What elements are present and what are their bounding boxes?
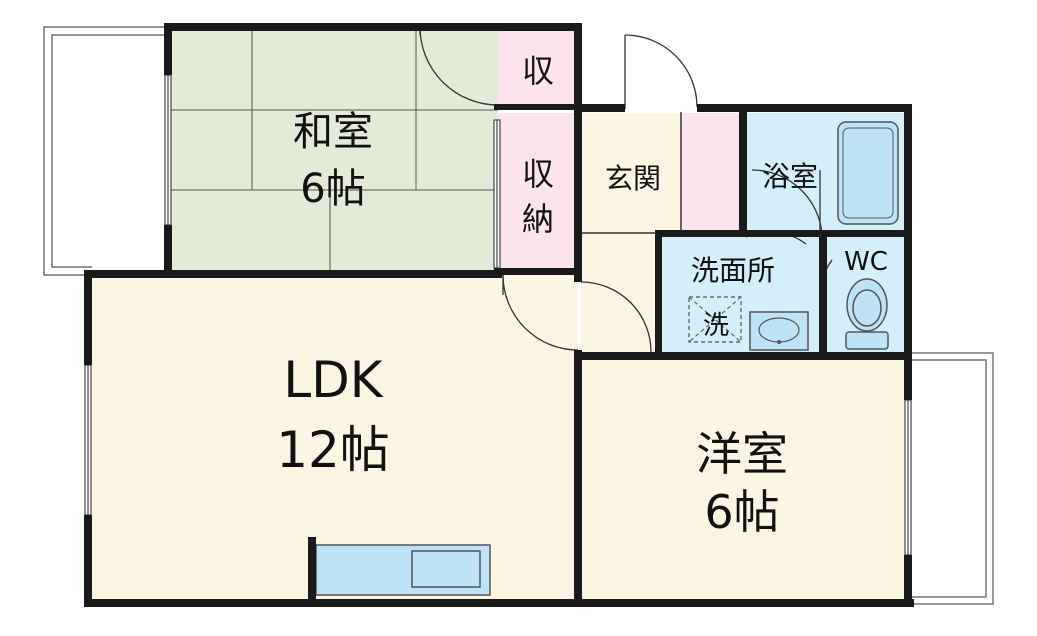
yoshitsu-name: 洋室	[696, 427, 788, 481]
bath-label: 浴室	[762, 160, 818, 193]
walls	[84, 23, 914, 607]
tatami-lines	[168, 27, 498, 270]
storage-floor	[498, 113, 578, 270]
genkan-floor	[581, 113, 681, 233]
yoshitsu-size: 6帖	[704, 485, 779, 539]
washer-space	[688, 296, 742, 343]
bathtub-inner	[842, 127, 894, 219]
storage-small-label: 収	[522, 52, 554, 90]
storage-label-line2: 納	[522, 200, 554, 238]
toilet	[845, 278, 889, 350]
washitsu-name: 和室	[293, 109, 373, 155]
yoshitsu-floor	[581, 358, 908, 602]
kitchen-sink	[411, 550, 481, 588]
genkan-label: 玄関	[605, 162, 661, 195]
thin-partitions	[581, 112, 682, 234]
genkan-shoe-storage	[681, 113, 743, 233]
balcony-right	[908, 352, 994, 605]
bathtub	[837, 121, 899, 225]
storage-small-floor	[498, 27, 578, 107]
wash-basin	[749, 311, 809, 351]
storage-label-line1: 収	[522, 155, 554, 193]
ldk-size: 12帖	[276, 421, 390, 479]
wc-label: WC	[844, 247, 888, 277]
kitchen-counter	[315, 544, 491, 596]
washitsu-floor	[168, 27, 498, 270]
ldk-name: LDK	[283, 351, 383, 409]
washroom-label: 洗面所	[691, 254, 775, 287]
washer-label: 洗	[703, 311, 729, 341]
washitsu-size: 6帖	[300, 166, 365, 212]
balcony-left	[43, 26, 168, 276]
